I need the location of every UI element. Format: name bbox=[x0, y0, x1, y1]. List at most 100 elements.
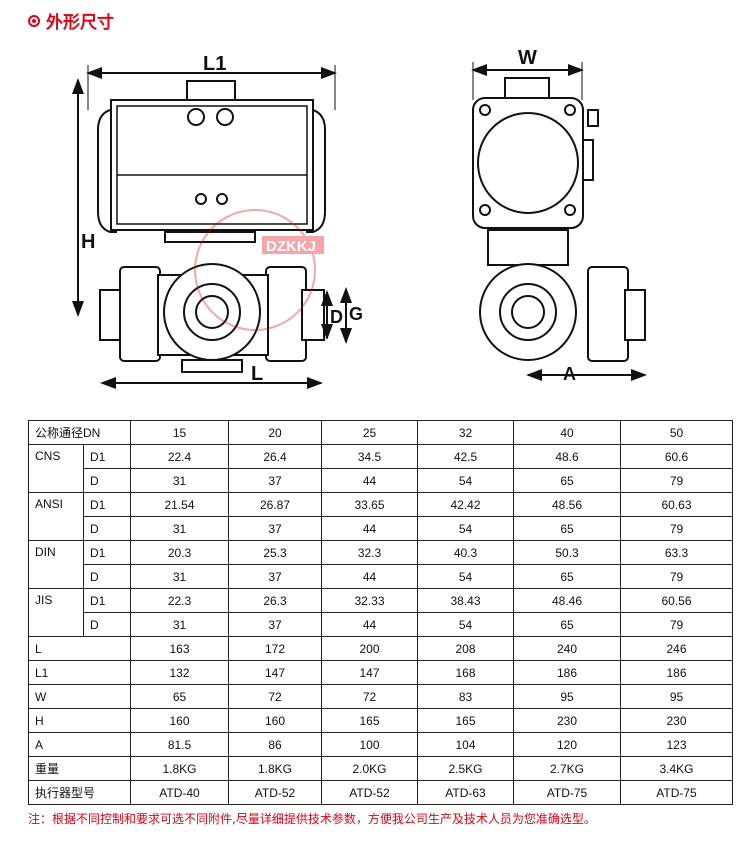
row-label: L bbox=[28, 636, 131, 661]
header-cell: 20 bbox=[228, 420, 322, 445]
sub-label: D bbox=[83, 516, 131, 541]
table-cell: 60.6 bbox=[620, 444, 733, 469]
table-cell: 34.5 bbox=[321, 444, 418, 469]
table-cell: 132 bbox=[130, 660, 229, 685]
table-cell: 54 bbox=[417, 564, 514, 589]
table-cell: 44 bbox=[321, 468, 418, 493]
table-cell: 65 bbox=[513, 516, 621, 541]
table-cell: 120 bbox=[513, 732, 621, 757]
label-H: H bbox=[81, 231, 95, 253]
label-G: G bbox=[349, 304, 363, 324]
table-cell: 65 bbox=[130, 684, 229, 709]
label-L: L bbox=[251, 363, 263, 385]
table-cell: 1.8KG bbox=[130, 756, 229, 781]
row-label: 重量 bbox=[28, 756, 131, 781]
table-cell: 54 bbox=[417, 612, 514, 637]
table-cell: 160 bbox=[228, 708, 322, 733]
table-cell: ATD-52 bbox=[321, 780, 418, 805]
table-cell: 79 bbox=[620, 612, 733, 637]
table-cell: 42.5 bbox=[417, 444, 514, 469]
table-cell: 65 bbox=[513, 564, 621, 589]
table-cell: 81.5 bbox=[130, 732, 229, 757]
table-cell: 165 bbox=[417, 708, 514, 733]
table-cell: 79 bbox=[620, 564, 733, 589]
standard-label: ANSI bbox=[28, 492, 84, 541]
table-cell: 65 bbox=[513, 612, 621, 637]
table-cell: 26.87 bbox=[228, 492, 322, 517]
watermark: DZKKJ bbox=[194, 209, 324, 331]
table-cell: 123 bbox=[620, 732, 733, 757]
table-cell: 50.3 bbox=[513, 540, 621, 565]
row-label: W bbox=[28, 684, 131, 709]
table-cell: 79 bbox=[620, 468, 733, 493]
table-cell: ATD-75 bbox=[620, 780, 733, 805]
table-cell: 104 bbox=[417, 732, 514, 757]
table-cell: 33.65 bbox=[321, 492, 418, 517]
table-cell: 37 bbox=[228, 516, 322, 541]
table-cell: 44 bbox=[321, 516, 418, 541]
table-cell: 163 bbox=[130, 636, 229, 661]
table-cell: 31 bbox=[130, 468, 229, 493]
table-cell: 31 bbox=[130, 564, 229, 589]
table-cell: 48.46 bbox=[513, 588, 621, 613]
target-icon bbox=[28, 14, 40, 27]
table-cell: 3.4KG bbox=[620, 756, 733, 781]
table-cell: 31 bbox=[130, 612, 229, 637]
table-cell: 40.3 bbox=[417, 540, 514, 565]
table-cell: 54 bbox=[417, 468, 514, 493]
standard-label: CNS bbox=[28, 444, 84, 493]
table-cell: 172 bbox=[228, 636, 322, 661]
table-cell: 22.4 bbox=[130, 444, 229, 469]
sub-label: D1 bbox=[83, 588, 131, 613]
table-cell: 86 bbox=[228, 732, 322, 757]
table-cell: 48.56 bbox=[513, 492, 621, 517]
table-cell: 37 bbox=[228, 468, 322, 493]
table-cell: 79 bbox=[620, 516, 733, 541]
table-cell: 72 bbox=[228, 684, 322, 709]
table-cell: 95 bbox=[513, 684, 621, 709]
table-cell: 72 bbox=[321, 684, 418, 709]
side-view: W A bbox=[471, 47, 647, 384]
row-label: H bbox=[28, 708, 131, 733]
table-cell: 160 bbox=[130, 708, 229, 733]
table-cell: 42.42 bbox=[417, 492, 514, 517]
sub-label: D1 bbox=[83, 444, 131, 469]
table-cell: 21.54 bbox=[130, 492, 229, 517]
table-cell: ATD-63 bbox=[417, 780, 514, 805]
table-cell: 22.3 bbox=[130, 588, 229, 613]
table-cell: 65 bbox=[513, 468, 621, 493]
sub-label: D bbox=[83, 468, 131, 493]
table-cell: 31 bbox=[130, 516, 229, 541]
header-cell: 15 bbox=[130, 420, 229, 445]
table-cell: 63.3 bbox=[620, 540, 733, 565]
table-cell: 48.6 bbox=[513, 444, 621, 469]
table-cell: 60.63 bbox=[620, 492, 733, 517]
table-cell: 168 bbox=[417, 660, 514, 685]
table-cell: 100 bbox=[321, 732, 418, 757]
table-cell: 2.5KG bbox=[417, 756, 514, 781]
table-cell: 44 bbox=[321, 612, 418, 637]
sub-label: D1 bbox=[83, 540, 131, 565]
header-label: 公称通径DN bbox=[28, 420, 131, 445]
table-cell: 26.3 bbox=[228, 588, 322, 613]
table-cell: 147 bbox=[228, 660, 322, 685]
footnote: 注：根据不同控制和要求可选不同附件,尽量详细提供技术参数，方便我公司生产及技术人… bbox=[28, 812, 596, 826]
table-cell: 95 bbox=[620, 684, 733, 709]
table-cell: 44 bbox=[321, 564, 418, 589]
table-cell: 208 bbox=[417, 636, 514, 661]
table-cell: 32.3 bbox=[321, 540, 418, 565]
table-cell: 37 bbox=[228, 612, 322, 637]
table-cell: 165 bbox=[321, 708, 418, 733]
table-cell: 246 bbox=[620, 636, 733, 661]
table-cell: 200 bbox=[321, 636, 418, 661]
table-cell: 2.0KG bbox=[321, 756, 418, 781]
